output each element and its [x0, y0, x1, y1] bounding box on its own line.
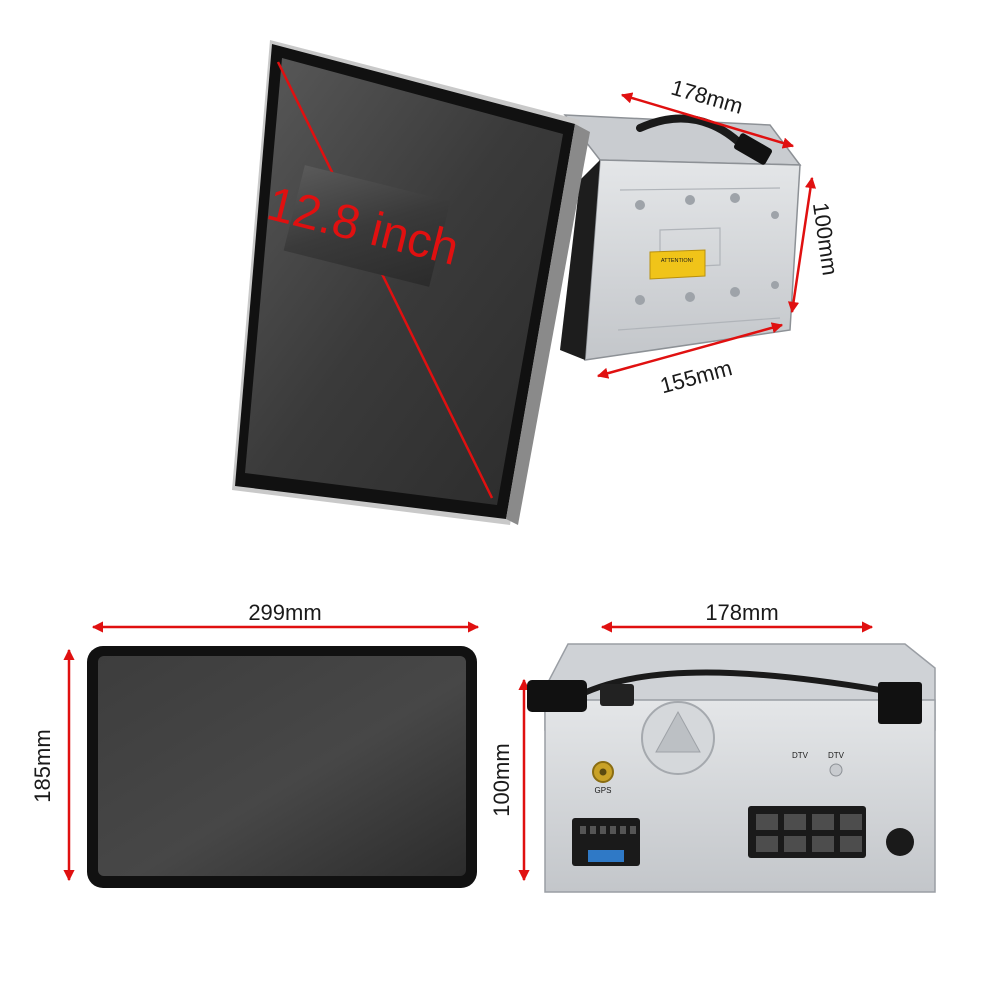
width-label: 155mm — [657, 355, 734, 398]
depth-dimension-line — [620, 92, 795, 149]
dtv-label-1: DTV — [792, 751, 809, 760]
front-width-label: 299mm — [248, 600, 321, 625]
rear-height-label: 100mm — [489, 743, 514, 816]
chassis-box: ATTENTION! — [560, 114, 802, 361]
rear-chassis-panel — [544, 699, 936, 893]
dtv-label-2: DTV — [828, 751, 845, 760]
rear-cable-plug — [527, 680, 587, 712]
height-label: 100mm — [808, 201, 843, 277]
gps-connector: GPS — [592, 761, 614, 795]
center-mount — [641, 701, 715, 775]
sticker-text: ATTENTION! — [661, 258, 694, 264]
perspective-view: ATTENTION! 12.8 inch 178mm 100mm 155mm — [232, 40, 843, 525]
round-port — [886, 828, 914, 856]
width-dimension-line — [596, 322, 784, 379]
rear-view: 178mm 100mm GPS DTV DTV — [489, 600, 936, 893]
dtv-port — [829, 763, 843, 777]
right-harness-connector — [748, 806, 866, 858]
attention-sticker: ATTENTION! — [649, 249, 706, 280]
diagonal-line — [276, 61, 494, 499]
left-harness-connector — [572, 818, 640, 866]
front-screen — [98, 656, 466, 876]
rear-width-label: 178mm — [705, 600, 778, 625]
height-dimension-line — [787, 176, 817, 314]
rear-cable-end — [878, 682, 922, 724]
gps-label: GPS — [595, 786, 612, 795]
rear-cable — [568, 669, 881, 703]
front-view: 299mm 185mm — [30, 600, 480, 888]
front-height-label: 185mm — [30, 729, 55, 802]
tilted-screen — [232, 40, 590, 525]
